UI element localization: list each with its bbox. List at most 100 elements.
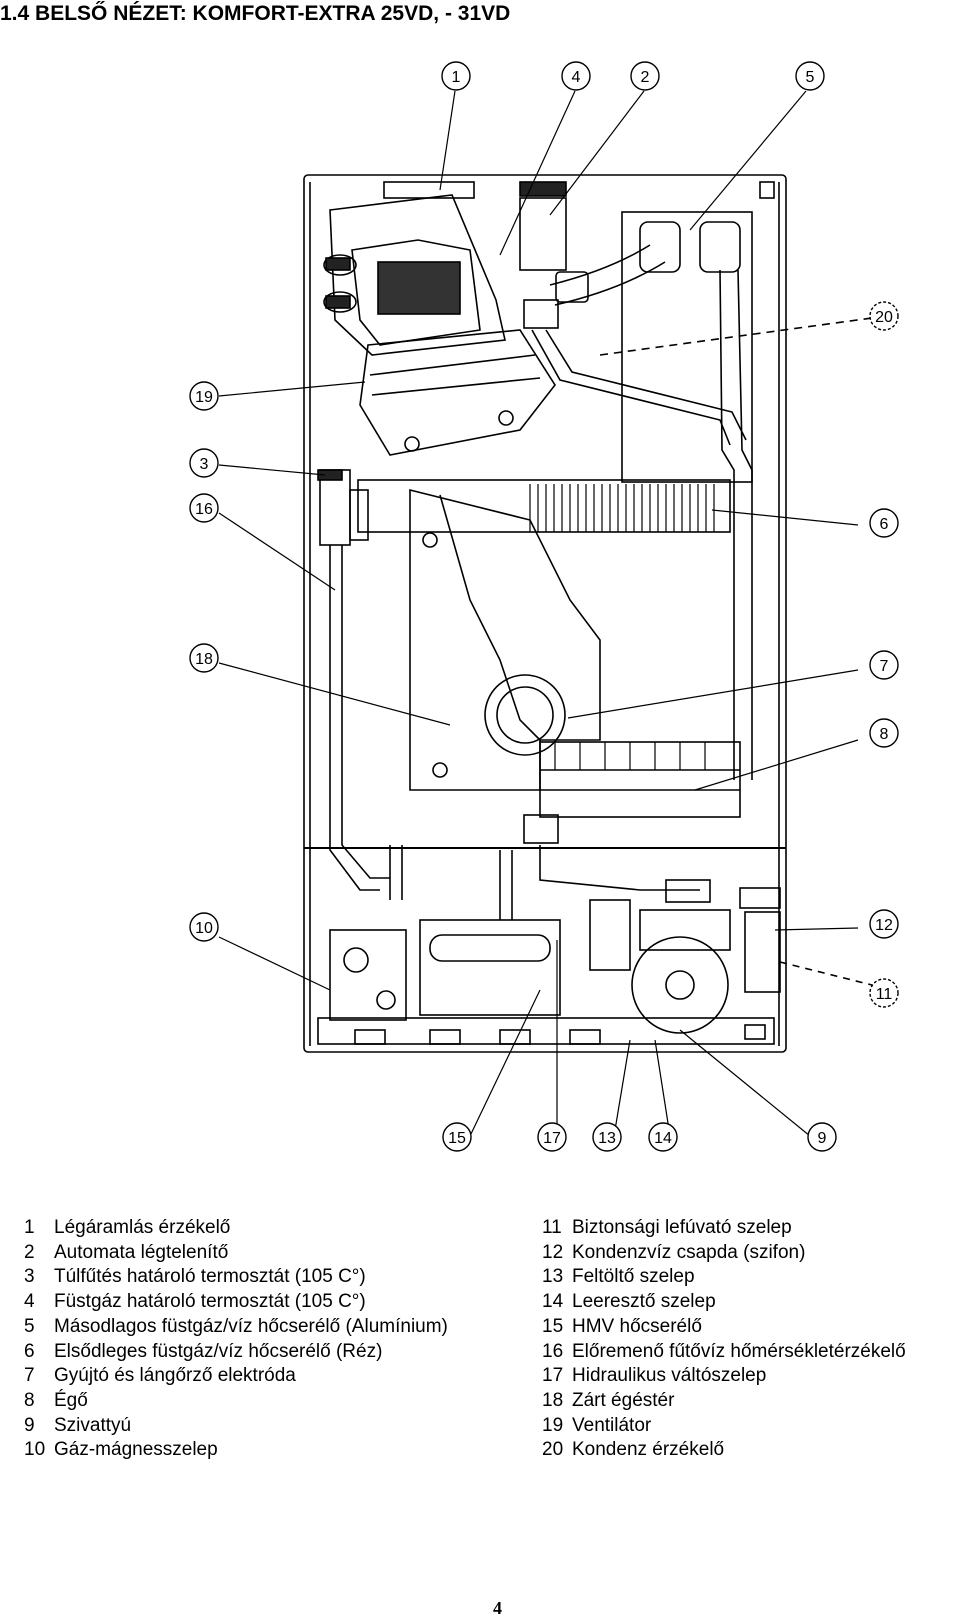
callout-6: 6 (880, 516, 889, 533)
legend-text: Előremenő fűtővíz hőmérsékletérzékelő (572, 1340, 906, 1362)
legend-item: 17 Hidraulikus váltószelep (542, 1364, 906, 1389)
callout-13-circle (592, 1122, 622, 1152)
hydraulic-valve (589, 899, 631, 971)
legend-item: 1 Légáramlás érzékelő (24, 1216, 448, 1241)
callout-19: 19 (195, 389, 213, 406)
legend-item: 7 Gyújtó és lángőrző elektróda (24, 1364, 448, 1389)
legend-number: 6 (24, 1340, 35, 1362)
callout-15: 15 (448, 1130, 466, 1147)
callout-12: 12 (875, 917, 893, 934)
legend-text: Hidraulikus váltószelep (572, 1365, 767, 1387)
legend-number: 4 (24, 1291, 35, 1313)
page-number: 4 (493, 1598, 502, 1618)
legend-number: 17 (542, 1365, 564, 1387)
callout-7-circle (869, 650, 899, 680)
callout-2-circle (630, 61, 660, 91)
legend-item: 11 Biztonsági lefúvató szelep (542, 1216, 906, 1241)
callout-5: 5 (806, 69, 815, 86)
legend-number: 8 (24, 1389, 35, 1411)
legend-item: 10 Gáz-mágnesszelep (24, 1438, 448, 1463)
legend-number: 7 (24, 1365, 35, 1387)
legend-text: Gyújtó és lángőrző elektróda (54, 1365, 296, 1387)
legend-text: Szivattyú (54, 1414, 132, 1436)
callout-20: 20 (875, 309, 893, 326)
legend-item: 18 Zárt égéstér (542, 1389, 906, 1414)
callout-11-circle (869, 978, 899, 1008)
callout-7: 7 (880, 658, 889, 675)
legend-item: 6 Elsődleges füstgáz/víz hőcserélő (Réz) (24, 1340, 448, 1365)
legend-text: Légáramlás érzékelő (54, 1217, 231, 1238)
callout-1-circle (441, 61, 471, 91)
callout-11: 11 (876, 986, 893, 1003)
legend-number: 1 (24, 1217, 35, 1238)
legend-text: Ventilátor (572, 1414, 652, 1436)
legend-number: 16 (542, 1340, 564, 1362)
legend-text: Gáz-mágnesszelep (54, 1439, 218, 1461)
legend-number: 11 (542, 1217, 562, 1238)
fan-housing (359, 329, 556, 456)
legend-number: 19 (542, 1414, 564, 1436)
legend-text: Biztonsági lefúvató szelep (572, 1217, 792, 1238)
callout-4: 4 (572, 69, 581, 86)
page-title: 1.4 BELSŐ NÉZET: KOMFORT-EXTRA 25VD, - 3… (0, 2, 511, 25)
callout-8-circle (869, 718, 899, 748)
legend-text: Túlfűtés határoló termosztát (105 C°) (54, 1266, 366, 1288)
legend-text: Kondenzvíz csapda (szifon) (572, 1241, 806, 1263)
legend-item: 9 Szivattyú (24, 1414, 448, 1439)
legend-number: 18 (542, 1389, 564, 1411)
legend-number: 3 (24, 1266, 35, 1288)
callout-19-circle (189, 381, 219, 411)
primary-heat-exchanger (357, 479, 731, 533)
gas-valve (329, 929, 407, 1021)
heat-exchanger-fins (377, 261, 461, 315)
legend-text: Automata légtelenítő (54, 1241, 229, 1263)
callout-5-circle (795, 61, 825, 91)
legend-left-column: 1 Légáramlás érzékelő 2 Automata légtelení… (24, 1216, 448, 1463)
legend-text: Leeresztő szelep (572, 1291, 716, 1313)
boiler-casing (303, 174, 787, 1053)
legend-text: Elsődleges füstgáz/víz hőcserélő (Réz) (54, 1340, 383, 1362)
legend-item: 3 Túlfűtés határoló termosztát (105 C°) (24, 1265, 448, 1290)
legend-item: 19 Ventilátor (542, 1414, 906, 1439)
combustion-chamber (409, 488, 601, 791)
pump (631, 936, 729, 1034)
legend-item: 2 Automata légtelenítő (24, 1241, 448, 1266)
callout-13: 13 (598, 1130, 616, 1147)
legend-number: 9 (24, 1414, 35, 1436)
legend-number: 14 (542, 1291, 564, 1313)
legend-number: 5 (24, 1315, 35, 1337)
legend-text: Zárt égéstér (572, 1389, 675, 1411)
callout-15-circle (442, 1122, 472, 1152)
callout-3-circle (189, 448, 219, 478)
legend-number: 2 (24, 1241, 35, 1263)
legend-number: 10 (24, 1439, 46, 1461)
legend-text: Másodlagos füstgáz/víz hőcserélő (Alumín… (54, 1315, 448, 1337)
legend-text: Feltöltő szelep (572, 1266, 695, 1288)
callout-16: 16 (195, 501, 213, 518)
legend-text: Kondenz érzékelő (572, 1439, 725, 1461)
callout-10-circle (189, 912, 219, 942)
callout-14-circle (648, 1122, 678, 1152)
callout-3: 3 (200, 456, 209, 473)
secondary-heat-exchanger (329, 194, 506, 356)
legend-item: 13 Feltöltő szelep (542, 1265, 906, 1290)
callout-17: 17 (543, 1130, 561, 1147)
legend-number: 13 (542, 1266, 564, 1288)
callout-6-circle (869, 508, 899, 538)
burner (539, 741, 741, 818)
callout-1: 1 (452, 69, 461, 86)
callout-2: 2 (641, 69, 650, 86)
legend-item: 5 Másodlagos füstgáz/víz hőcserélő (Alumí… (24, 1315, 448, 1340)
callout-14: 14 (654, 1130, 672, 1147)
callout-18: 18 (195, 651, 213, 668)
legend-item: 16 Előremenő fűtővíz hőmérsékletérzékelő (542, 1340, 906, 1365)
boiler-interior-diagram: 1 4 2 5 20 19 3 16 6 18 7 8 10 12 11 15 … (189, 61, 899, 1152)
callout-9-circle (807, 1122, 837, 1152)
callout-4-circle (561, 61, 591, 91)
callout-20-circle (869, 301, 899, 331)
